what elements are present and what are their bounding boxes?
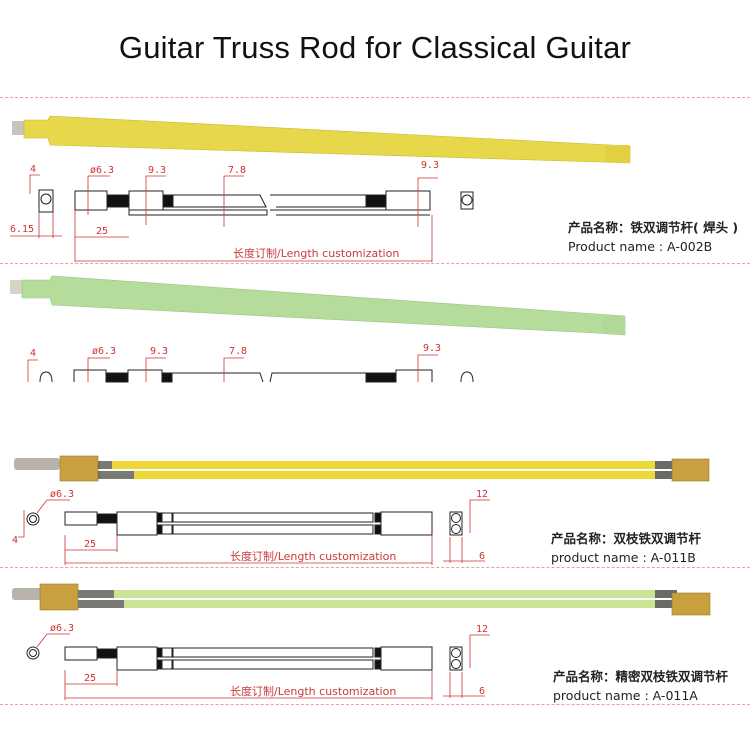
- page-title: Guitar Truss Rod for Classical Guitar: [118, 30, 632, 65]
- length-label: 长度订制/Length customization: [230, 684, 396, 698]
- length-label: 长度订制/Length customization: [233, 246, 399, 260]
- dim-height: 4: [12, 535, 18, 546]
- drawing-a002b: [38, 189, 474, 216]
- dim-12: 12: [476, 489, 488, 500]
- product-name-a002b: 产品名称：铁双调节杆( 焊头 ) Product name : A-002B: [568, 217, 738, 254]
- divider: [0, 263, 750, 264]
- dim-e: 7.8: [228, 165, 246, 176]
- dim-g: 25: [96, 226, 108, 237]
- rod-image-green: [10, 275, 626, 336]
- product-name-a011b: 产品名称：双枝铁双调节杆 product name : A-011B: [551, 528, 701, 565]
- dim-e: 7.8: [229, 346, 247, 357]
- dim-length-25: 25: [84, 539, 96, 550]
- product-name-cn: 产品名称：铁双调节杆( 焊头 ): [568, 220, 739, 235]
- rod-image-a011b: [14, 455, 710, 482]
- dim-f: 9.3: [423, 343, 441, 354]
- dim-6: 6: [479, 551, 485, 562]
- dim-d: 9.3: [148, 165, 166, 176]
- product-name-cn: 产品名称：双枝铁双调节杆: [551, 531, 702, 546]
- divider: [0, 97, 750, 98]
- product-name-en: product name : A-011A: [553, 688, 698, 703]
- dim-diameter: ø6.3: [50, 489, 74, 500]
- product-name-en: Product name : A-002B: [568, 239, 713, 254]
- dim-length-25: 25: [84, 673, 96, 684]
- product-name-a011a: 产品名称：精密双枝铁双调节杆 product name : A-011A: [553, 666, 728, 703]
- divider: [0, 567, 750, 568]
- dim-a: 4: [30, 164, 36, 175]
- dim-d: 9.3: [150, 346, 168, 357]
- dim-c: ø6.3: [90, 165, 114, 176]
- dim-c: ø6.3: [92, 346, 116, 357]
- rod-image-a002b: [12, 115, 631, 164]
- dim-b: 6.15: [10, 224, 34, 235]
- dim-f: 9.3: [421, 160, 439, 171]
- divider: [0, 704, 750, 705]
- dim-12: 12: [476, 624, 488, 635]
- dim-diameter: ø6.3: [50, 623, 74, 634]
- product-name-cn: 产品名称：精密双枝铁双调节杆: [553, 669, 729, 684]
- length-label: 长度订制/Length customization: [230, 549, 396, 563]
- dim-6: 6: [479, 686, 485, 697]
- product-name-en: product name : A-011B: [551, 550, 696, 565]
- rod-image-a011a: [12, 583, 711, 616]
- dim-a: 4: [30, 348, 36, 359]
